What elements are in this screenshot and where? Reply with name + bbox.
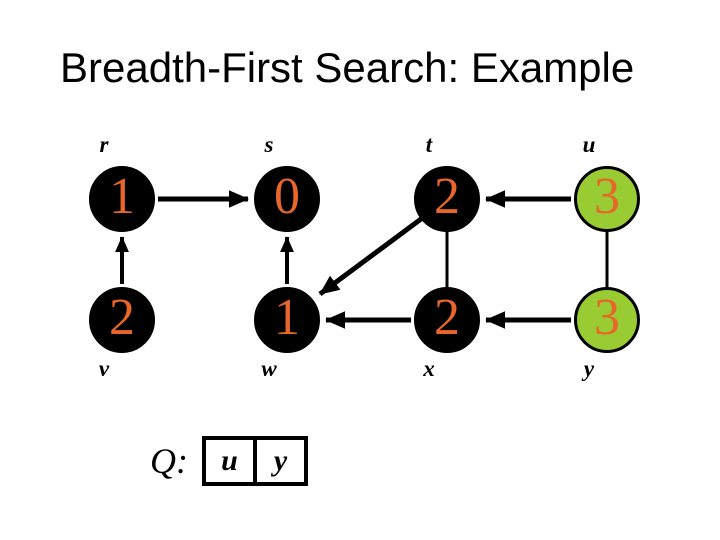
node-v-distance: 2 — [109, 289, 135, 346]
queue-label: Q: — [150, 441, 188, 481]
node-s-distance: 0 — [274, 168, 300, 225]
vertex-label-w: w — [261, 356, 277, 381]
node-y-distance: 3 — [594, 289, 620, 346]
graph-node-v: 2 — [89, 287, 155, 353]
vertex-label-s: s — [264, 132, 274, 157]
graph-node-r: 1 — [89, 166, 155, 232]
node-t-distance: 2 — [434, 168, 460, 225]
vertex-label-t: t — [425, 132, 433, 157]
graph-node-x: 2 — [414, 287, 480, 353]
graph-node-u: 3 — [574, 166, 640, 232]
queue-cell-1: y — [253, 436, 308, 486]
vertex-label-r: r — [99, 132, 109, 157]
slide-title: Breadth-First Search: Example — [60, 44, 635, 91]
graph-node-w: 1 — [254, 287, 320, 353]
vertex-label-y: y — [583, 356, 595, 381]
node-w-distance: 1 — [274, 289, 300, 346]
vertex-label-u: u — [582, 132, 596, 157]
node-u-distance: 3 — [594, 168, 620, 225]
node-x-distance: 2 — [434, 289, 460, 346]
node-r-distance: 1 — [109, 168, 135, 225]
queue-cells: u y — [202, 436, 308, 486]
queue-cell-0: u — [202, 436, 257, 486]
graph-node-y: 3 — [574, 287, 640, 353]
vertex-label-v: v — [98, 356, 110, 381]
graph-node-t: 2 — [414, 166, 480, 232]
edge-t-to-w — [318, 216, 423, 297]
vertex-label-x: x — [423, 356, 435, 381]
graph-node-s: 0 — [254, 166, 320, 232]
bfs-queue: Q: u y — [150, 436, 308, 486]
